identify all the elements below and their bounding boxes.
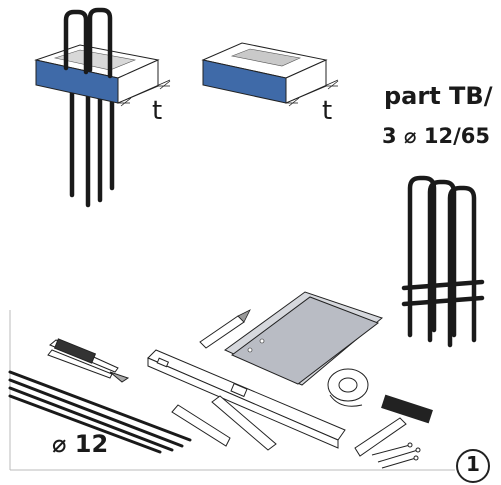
pencil-icon (199, 309, 251, 349)
step-badge (456, 449, 490, 483)
part-spec: 3 ⌀ 12/65 (382, 124, 490, 148)
block-plain (201, 42, 339, 107)
pliers-icon (47, 338, 130, 383)
dimension-label-left: t (152, 96, 163, 126)
nail-icon (371, 442, 421, 469)
rebar-size-label: ⌀ 12 (52, 430, 109, 458)
dimension-label-right: t (322, 96, 333, 126)
wedges (171, 395, 277, 451)
rebar-cage-icon (401, 175, 485, 348)
part-title: part TB/ (384, 82, 493, 110)
tape-roll-icon (327, 368, 369, 407)
hammer-icon (354, 394, 433, 457)
spirit-level-icon (147, 349, 346, 449)
rebar-bundle (8, 370, 192, 454)
block-with-rebar (34, 7, 171, 208)
step-number: 1 (466, 452, 480, 476)
sheet-panel (224, 291, 384, 386)
